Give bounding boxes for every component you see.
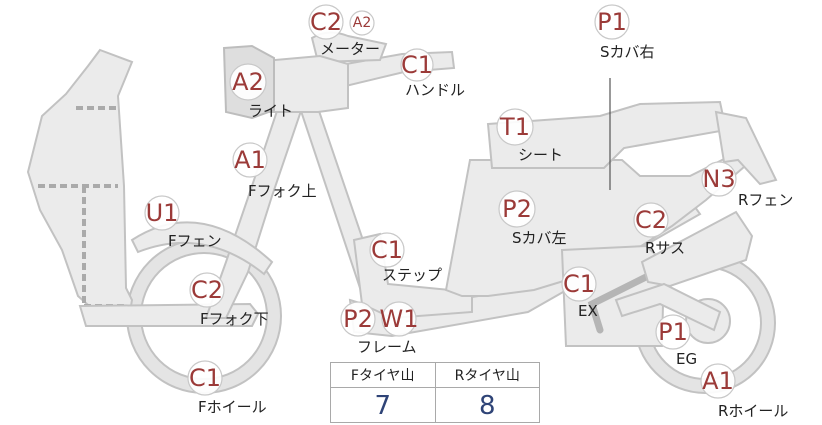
- f-fork-upper-label: Fフォク上: [248, 182, 317, 200]
- front-cowl-shape: [26, 48, 134, 313]
- frame-grade-badge-1: P2: [340, 301, 376, 337]
- frame-grade-code: W1: [380, 305, 419, 333]
- frame-grade-circle: [381, 301, 417, 337]
- f-fork-upper-grade-circle: [232, 142, 268, 178]
- front-tire-tread-label: Fタイヤ山: [350, 368, 415, 384]
- seat-grade-circle: [496, 108, 534, 146]
- exhaust-pipe: [587, 268, 660, 334]
- meter-grade-badge-1: C2: [308, 4, 344, 40]
- engine-grade-circle: [655, 314, 691, 350]
- f-wheel-grade-badge-1: C1: [187, 360, 223, 396]
- s-cover-right-grade-circle: [594, 4, 630, 40]
- seat-grade-badge-1: T1: [496, 108, 534, 146]
- handle-grade-circle: [400, 48, 434, 82]
- meter-grade-circle: [308, 4, 344, 40]
- front-fork-shape: [204, 107, 304, 319]
- frame-grade-code: P2: [343, 305, 373, 333]
- rear-fender-shape: [714, 110, 778, 186]
- meter-grade-code: C2: [310, 8, 342, 36]
- engine-grade-badge-1: P1: [655, 314, 691, 350]
- f-wheel-label: Fホイール: [198, 398, 267, 416]
- f-fork-lower-grade-code: C2: [191, 276, 223, 304]
- meter-grade-circle: [349, 10, 375, 36]
- step-grade-code: C1: [371, 236, 403, 264]
- r-fender-grade-code: N3: [702, 165, 735, 193]
- tire-tread-table: Fタイヤ山 Rタイヤ山 7 8: [330, 362, 540, 423]
- front-cowl-dash: [38, 106, 126, 308]
- engine-grade-code: P1: [658, 318, 688, 346]
- tire-tread-value-row: 7 8: [331, 388, 539, 423]
- exhaust-grade-badge-1: C1: [561, 266, 597, 302]
- s-cover-left-grade-code: P2: [502, 195, 532, 223]
- rear-tire-tread-value: 8: [434, 388, 540, 423]
- side-cover-shape: [444, 154, 755, 297]
- f-fender-grade-circle: [144, 195, 180, 231]
- r-suspension-grade-circle: [633, 202, 669, 238]
- f-fender-label: Fフェン: [168, 232, 222, 250]
- r-fender-grade-badge-1: N3: [701, 161, 737, 197]
- r-suspension-grade-code: C2: [635, 206, 667, 234]
- handle-grade-code: C1: [401, 51, 433, 79]
- rear-suspension-shape: [640, 210, 754, 288]
- r-fender-grade-circle: [701, 161, 737, 197]
- frame-label: フレーム: [357, 338, 417, 356]
- seat-label: シート: [518, 146, 563, 164]
- step-label: ステップ: [382, 266, 442, 284]
- r-wheel-grade-circle: [700, 363, 736, 399]
- engine-label: EG: [676, 350, 697, 368]
- r-wheel-grade-code: A1: [702, 367, 734, 395]
- f-wheel-grade-code: C1: [189, 364, 221, 392]
- step-grade-circle: [369, 232, 405, 268]
- front-tire-tread-value: 7: [374, 390, 392, 421]
- f-fork-lower-label: Fフォク下: [200, 310, 269, 328]
- s-cover-right-label: Sカバ右: [600, 43, 655, 61]
- f-fork-upper-grade-code: A1: [234, 146, 266, 174]
- meter-grade-badge-2: A2: [349, 10, 375, 36]
- light-grade-badge-1: A2: [229, 63, 267, 101]
- frame-grade-badge-2: W1: [380, 301, 419, 337]
- r-fender-label: Rフェン: [738, 191, 793, 209]
- frame-grade-circle: [340, 301, 376, 337]
- s-cover-right-grade-code: P1: [597, 8, 627, 36]
- s-cover-left-grade-circle: [498, 190, 536, 228]
- s-cover-left-grade-badge-1: P2: [498, 190, 536, 228]
- handle-grade-badge-1: C1: [400, 48, 434, 82]
- exhaust-grade-code: C1: [563, 270, 595, 298]
- f-fender-grade-code: U1: [146, 199, 179, 227]
- light-grade-circle: [229, 63, 267, 101]
- seat-grade-code: T1: [499, 113, 530, 141]
- s-cover-left-label: Sカバ左: [512, 229, 567, 247]
- step-grade-badge-1: C1: [369, 232, 405, 268]
- r-wheel-label: Rホイール: [718, 402, 788, 420]
- light-grade-code: A2: [232, 68, 264, 96]
- r-suspension-grade-badge-1: C2: [633, 202, 669, 238]
- exhaust-label: EX: [578, 302, 598, 320]
- f-wheel-grade-circle: [187, 360, 223, 396]
- r-wheel-grade-badge-1: A1: [700, 363, 736, 399]
- tire-tread-header-row: Fタイヤ山 Rタイヤ山: [331, 363, 539, 388]
- handle-label: ハンドル: [405, 81, 465, 99]
- rear-swingarm: [614, 282, 722, 332]
- meter-label: メーター: [320, 40, 380, 58]
- light-label: ライト: [248, 102, 293, 120]
- f-fork-lower-grade-badge-1: C2: [189, 272, 225, 308]
- exhaust-grade-circle: [561, 266, 597, 302]
- r-suspension-label: Rサス: [645, 239, 685, 257]
- f-fender-grade-badge-1: U1: [144, 195, 180, 231]
- s-cover-right-grade-badge-1: P1: [594, 4, 630, 40]
- rear-tire-tread-label: Rタイヤ山: [434, 363, 540, 387]
- meter-grade-code: A2: [353, 15, 371, 31]
- f-fork-upper-grade-badge-1: A1: [232, 142, 268, 178]
- f-fork-lower-grade-circle: [189, 272, 225, 308]
